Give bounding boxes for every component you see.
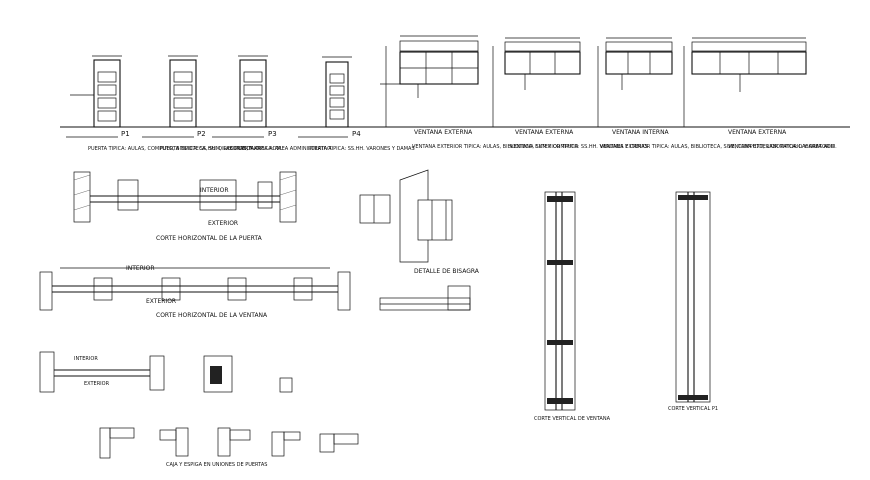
door-elevation-p4: P4: [298, 56, 361, 138]
window-elevation-4: VENTANA EXTERNA VENTANA EXTERIOR TIPICA:…: [683, 37, 835, 150]
window-desc-1: VENTANA EXTERIOR TIPICA: AULAS, BIBLIOTE…: [412, 144, 578, 150]
window-desc-4: VENTANA EXTERIOR TIPICA: LABORATORIO: [728, 144, 835, 150]
door-horizontal-section: INTERIOR EXTERIOR CORTE HORIZONTAL DE LA…: [73, 171, 297, 242]
small-section-interior: INTERIOR: [74, 356, 98, 362]
window-section-title: CORTE HORIZONTAL DE LA VENTANA: [156, 312, 268, 319]
door-code-p4: P4: [352, 130, 361, 138]
window-vertical-title: CORTE VERTICAL DE VENTANA: [534, 416, 611, 422]
door-code-p3: P3: [268, 130, 277, 138]
window-elevation-1: VENTANA EXTERNA VENTANA EXTERIOR TIPICA:…: [380, 35, 578, 150]
window-title-1: VENTANA EXTERNA: [414, 129, 473, 136]
door-elevation-p1: P1: [66, 55, 130, 138]
window-elevation-3: VENTANA INTERNA VENTANA EXTERIOR TIPICA:…: [597, 37, 837, 150]
door-desc-p2: PUERTA TIPICA: SS.HH. DIRECCION, Y AREA …: [160, 146, 283, 152]
window-elevation-2: VENTANA EXTERNA VENTANA EXTERIOR TIPICA:…: [492, 37, 648, 150]
door-desc-p4: PUERTA TIPICA: SS.HH. VARONES Y DAMAS: [308, 146, 415, 152]
door-elevation-p3: P3: [212, 55, 277, 138]
hinge-detail: DETALLE DE BISAGRA: [359, 169, 480, 311]
door-elevation-p2: P2: [142, 55, 206, 138]
door-desc-p3: PUERTA TIPICA: AREA ADMINISTRATIVA: [235, 146, 332, 152]
window-horizontal-section: INTERIOR EXTERIOR CORTE HORIZONTAL DE LA…: [39, 265, 351, 319]
joint-details: CAJA Y ESPIGA EN UNIONES DE PUERTAS: [99, 427, 359, 468]
window-title-4: VENTANA EXTERNA: [728, 129, 787, 136]
door-section-interior: INTERIOR: [200, 187, 229, 194]
door-code-p2: P2: [197, 130, 206, 138]
window-section-exterior: EXTERIOR: [146, 298, 176, 305]
door-section-small: INTERIOR EXTERIOR: [39, 351, 293, 393]
hinge-detail-title: DETALLE DE BISAGRA: [414, 268, 480, 275]
vertical-p1-title: CORTE VERTICAL P1: [668, 406, 718, 412]
vertical-section-p1: CORTE VERTICAL P1: [668, 191, 718, 412]
window-section-interior: INTERIOR: [126, 265, 155, 272]
window-desc-3: VENTANA EXTERIOR TIPICA: AULAS, BIBLIOTE…: [600, 144, 837, 150]
door-code-p1: P1: [121, 130, 130, 138]
window-title-3: VENTANA INTERNA: [612, 129, 670, 136]
door-section-exterior: EXTERIOR: [208, 220, 238, 227]
window-desc-2: VENTANA EXTERIOR TIPICA: SS.HH. VARONES …: [510, 144, 648, 150]
joints-title: CAJA Y ESPIGA EN UNIONES DE PUERTAS: [166, 462, 267, 468]
door-section-title: CORTE HORIZONTAL DE LA PUERTA: [156, 235, 263, 242]
door-desc-p1: PUERTA TIPICA: AULAS, COMPUTO, BIBLIOTEC…: [88, 146, 259, 152]
window-title-2: VENTANA EXTERNA: [515, 129, 574, 136]
small-section-exterior: EXTERIOR: [84, 381, 110, 387]
window-vertical-section: CORTE VERTICAL DE VENTANA: [534, 191, 611, 422]
